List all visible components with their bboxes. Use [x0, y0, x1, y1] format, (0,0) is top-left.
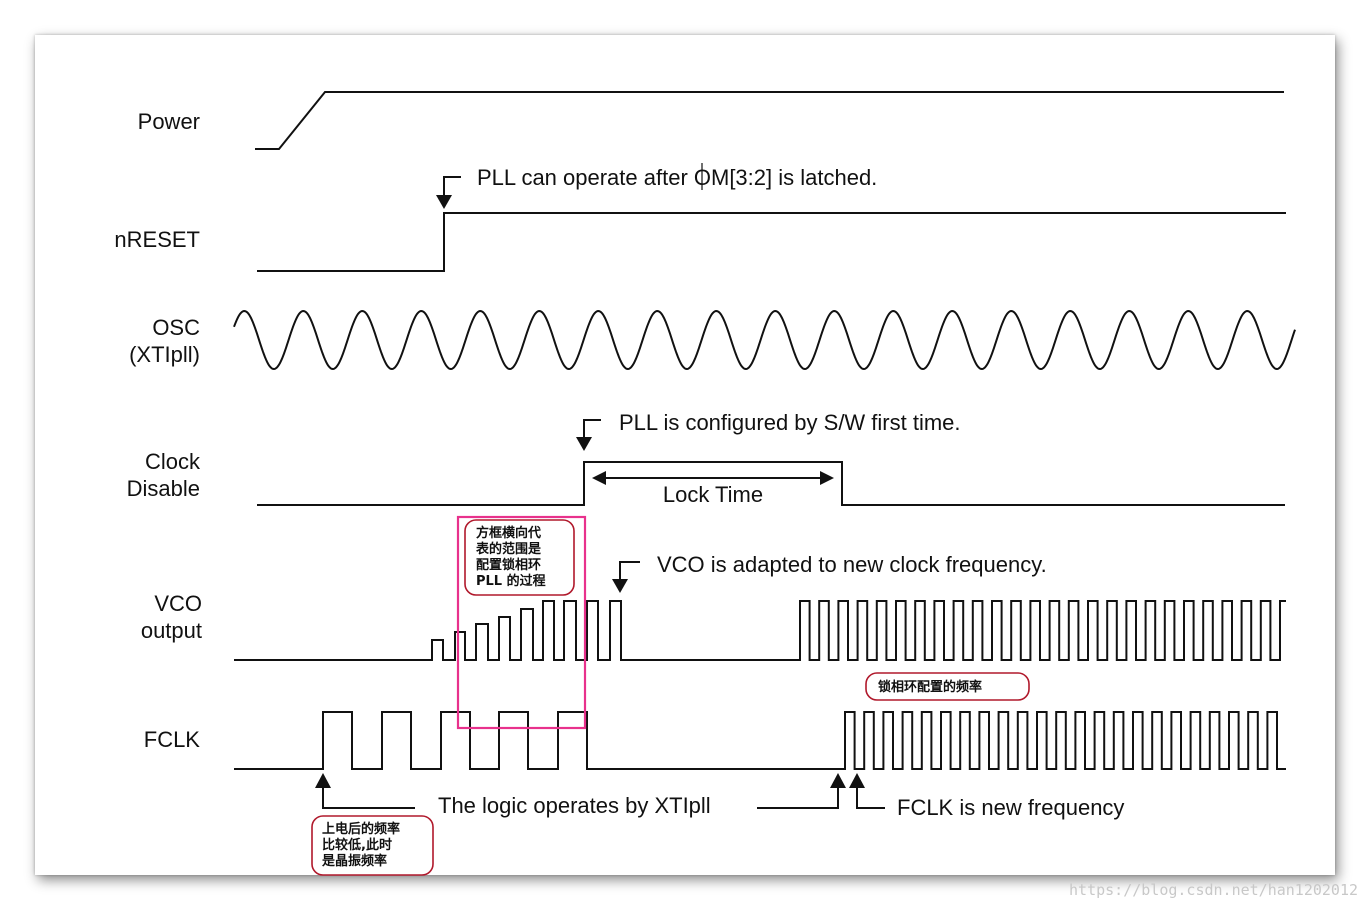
clock-disable-waveform [257, 461, 1285, 506]
vco-output-label: output [141, 618, 202, 643]
fclk-new-annotation: FCLK is new frequency [897, 795, 1124, 820]
power-freq-note-line-1: 上电后的频率 [322, 821, 400, 837]
watermark: https://blog.csdn.net/han1202012 [1069, 881, 1358, 899]
fclk-waveform [234, 711, 1286, 770]
clock-annotation-leader [583, 419, 601, 438]
lock-range-highlight-box [456, 515, 587, 730]
power-freq-note-line-3: 是晶振频率 [321, 853, 387, 869]
lock-time-label: Lock Time [663, 482, 763, 507]
clock-disable-label: Disable [127, 476, 200, 501]
lock-range-note-line-3: 配置锁相环 [476, 557, 541, 573]
pll-freq-callout [865, 672, 1030, 701]
pll-configured-annotation: PLL is configured by S/W first time. [619, 410, 961, 435]
vco-waveform [234, 600, 1286, 661]
xtipll-leader [322, 786, 415, 809]
lock-range-note-line-1: 方框横向代 [476, 525, 541, 541]
pll-freq-note: 锁相环配置的频率 [878, 679, 982, 695]
power-freq-note-line-2: 比较低,此时 [322, 837, 392, 853]
power-waveform [255, 91, 1284, 150]
vco-adapted-annotation: VCO is adapted to new clock frequency. [657, 552, 1047, 577]
fclk-new-leader [856, 786, 885, 809]
logic-xtipll-annotation: The logic operates by XTIpll [438, 793, 711, 818]
osc-sub-label: (XTIpll) [129, 342, 200, 367]
vco-annotation-leader [619, 561, 640, 580]
pll-operate-annotation: PLL can operate after OM[3:2] is latched… [477, 165, 877, 190]
osc-label: OSC [152, 315, 200, 340]
logic-right-leader [757, 786, 839, 809]
vco-label: VCO [154, 591, 202, 616]
power-label: Power [138, 109, 200, 134]
logic-right-arrow-icon [830, 773, 846, 788]
lock-range-note-line-4: PLL 的过程 [476, 573, 546, 589]
lock-right-arrow-icon [820, 471, 834, 485]
fclk-new-arrow-icon [849, 773, 865, 788]
lock-range-callout [464, 519, 575, 596]
clock-arrow-icon [576, 437, 592, 451]
vco-arrow-icon [612, 579, 628, 593]
nreset-waveform [257, 212, 1286, 272]
lock-left-arrow-icon [592, 471, 606, 485]
xtipll-arrow-icon [315, 773, 331, 788]
nreset-label: nRESET [114, 227, 200, 252]
fclk-label: FCLK [144, 727, 201, 752]
lock-range-note-line-2: 表的范围是 [475, 541, 542, 557]
nreset-arrow-icon [436, 195, 452, 209]
clock-label: Clock [145, 449, 201, 474]
timing-diagram-paper [35, 35, 1335, 875]
osc-waveform [233, 309, 1296, 371]
power-freq-callout [311, 815, 434, 876]
nreset-annotation-leader [443, 176, 461, 196]
